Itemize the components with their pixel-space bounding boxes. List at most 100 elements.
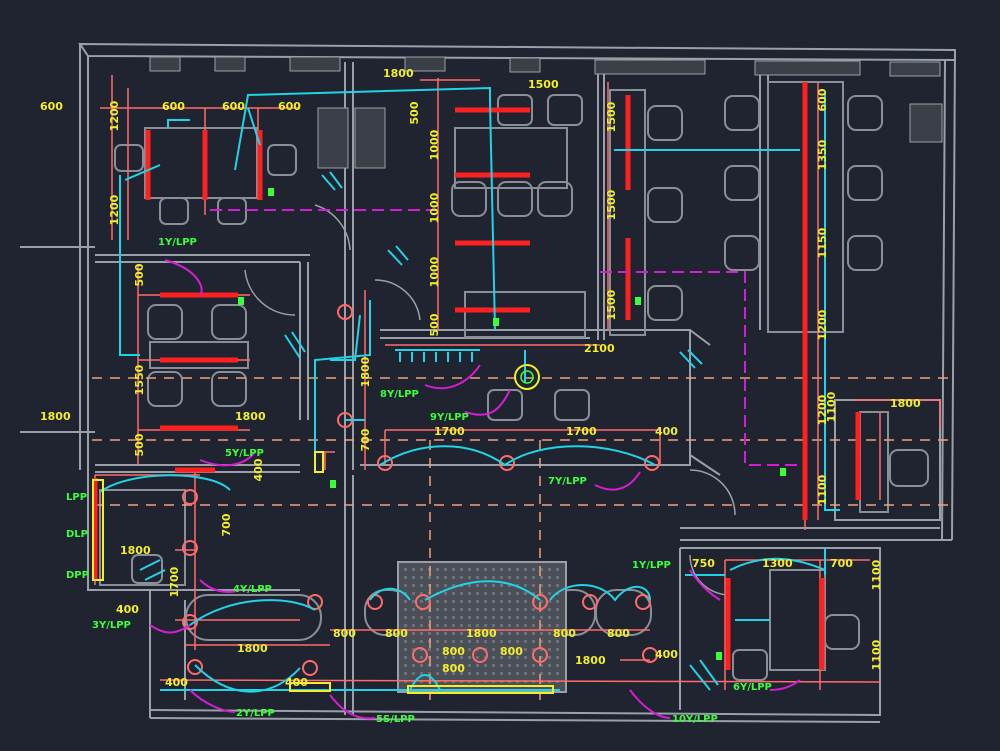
- dimension-label: 700: [220, 513, 233, 536]
- dimension-label: 1500: [605, 289, 618, 320]
- circuit-tag: 4Y/LPP: [233, 584, 272, 595]
- magenta-conduits: [149, 209, 801, 720]
- circuit-tag: 1Y/LPP: [158, 237, 197, 248]
- downlights: [182, 304, 660, 676]
- downlight-icon: [182, 540, 198, 556]
- dimension-label: 1800: [235, 410, 266, 423]
- outlet-marker: [330, 480, 336, 488]
- outlet-marker: [238, 297, 244, 305]
- dimension-label: 1500: [605, 101, 618, 132]
- dimension-label: 1550: [133, 364, 146, 395]
- doors: [244, 204, 736, 596]
- dimension-label: 1100: [870, 639, 883, 670]
- downlight-icon: [182, 614, 198, 630]
- dimension-label: 1800: [120, 544, 151, 557]
- dimension-label: 400: [165, 676, 188, 689]
- cyan-devices: [139, 171, 719, 691]
- downlight-icon: [182, 489, 198, 505]
- dimension-label: 1000: [428, 256, 441, 287]
- dimension-label: 1100: [870, 559, 883, 590]
- wall-hatches: [149, 56, 943, 169]
- circuit-tag: 3Y/LPP: [92, 620, 131, 631]
- dimension-label: 1500: [605, 189, 618, 220]
- outlet-marker: [635, 297, 641, 305]
- downlight-icon: [377, 455, 393, 471]
- dimension-label: 500: [408, 101, 421, 124]
- dimension-label: 1000: [428, 192, 441, 223]
- dimension-label: 1700: [434, 425, 465, 438]
- dimension-label: 600: [222, 100, 245, 113]
- light-fixtures: [92, 82, 861, 670]
- dimension-label: 1000: [428, 129, 441, 160]
- dimension-label: 800: [607, 627, 630, 640]
- circuit-tag: DLP: [66, 529, 88, 540]
- dimension-label: 400: [116, 603, 139, 616]
- dimension-label: 1200: [108, 100, 121, 131]
- circuit-tag: 5S/LPP: [376, 714, 415, 725]
- downlight-icon: [644, 455, 660, 471]
- circuit-tag: 8Y/LPP: [380, 389, 419, 400]
- outlet-marker: [493, 318, 499, 326]
- downlight-icon: [532, 647, 548, 663]
- circuit-tag: 7Y/LPP: [548, 476, 587, 487]
- dimension-label: 400: [655, 425, 678, 438]
- circuit-tag: LPP: [66, 492, 87, 503]
- downlight-icon: [499, 455, 515, 471]
- dimension-label: 750: [692, 557, 715, 570]
- dimension-label: 1150: [816, 227, 829, 258]
- dimension-label: 800: [442, 645, 465, 658]
- dimension-label: 600: [40, 100, 63, 113]
- dimension-label: 800: [500, 645, 523, 658]
- circuit-tag: 10Y/LPP: [672, 714, 718, 725]
- dimension-label: 1350: [816, 139, 829, 170]
- dimension-label: 1200: [108, 194, 121, 225]
- circuit-tag: 2Y/LPP: [236, 708, 275, 719]
- dimension-label: 600: [816, 88, 829, 111]
- circuit-tag: 9Y/LPP: [430, 412, 469, 423]
- circuit-tags: 1Y/LPP 8Y/LPP 9Y/LPP 5Y/LPP 7Y/LPP 4Y/LPP 3Y/L…: [66, 237, 772, 725]
- dimension-label: 800: [442, 662, 465, 675]
- dimension-label: 600: [162, 100, 185, 113]
- dimension-label: 1200: [816, 309, 829, 340]
- dimension-label: 1800: [890, 397, 921, 410]
- downlight-icon: [337, 304, 353, 320]
- dimension-label: 2100: [584, 342, 615, 355]
- junction-box: [92, 364, 554, 694]
- dimension-label: 1800: [383, 67, 414, 80]
- dimension-label: 400: [285, 676, 308, 689]
- circuit-tag: DPP: [66, 570, 89, 581]
- circuit-tag: 6Y/LPP: [733, 682, 772, 693]
- downlight-icon: [187, 659, 203, 675]
- dimension-label: 800: [553, 627, 576, 640]
- furniture: [99, 81, 929, 681]
- downlight-icon: [412, 647, 428, 663]
- dimension-label: 1800: [359, 356, 372, 387]
- downlight-icon: [582, 594, 598, 610]
- axis-lines: [92, 377, 950, 700]
- dimension-label: 1700: [168, 566, 181, 597]
- downlight-icon: [472, 647, 488, 663]
- dimension-label: 1300: [762, 557, 793, 570]
- dimension-label: 500: [428, 313, 441, 336]
- dimension-labels: 600 600 600 600 1800 1500 1200 1200 500 1000 1000 1…: [40, 67, 921, 689]
- downlight-icon: [532, 594, 548, 610]
- dimension-label: 700: [830, 557, 853, 570]
- dimension-label: 400: [252, 458, 265, 481]
- dimension-label: 600: [278, 100, 301, 113]
- dimension-label: 1800: [575, 654, 606, 667]
- dimension-label: 1800: [40, 410, 71, 423]
- dimension-label: 1500: [528, 78, 559, 91]
- dimension-label: 1800: [466, 627, 497, 640]
- dimension-label: 500: [133, 433, 146, 456]
- downlight-icon: [415, 594, 431, 610]
- outlet-marker: [780, 468, 786, 476]
- dimension-label: 400: [655, 648, 678, 661]
- circuit-tag: 5Y/LPP: [225, 448, 264, 459]
- dimension-label: 1700: [566, 425, 597, 438]
- dimension-label: 1100: [825, 391, 838, 422]
- dimension-label: 800: [385, 627, 408, 640]
- dimension-label: 800: [333, 627, 356, 640]
- green-markers: [238, 188, 786, 660]
- outlet-marker: [716, 652, 722, 660]
